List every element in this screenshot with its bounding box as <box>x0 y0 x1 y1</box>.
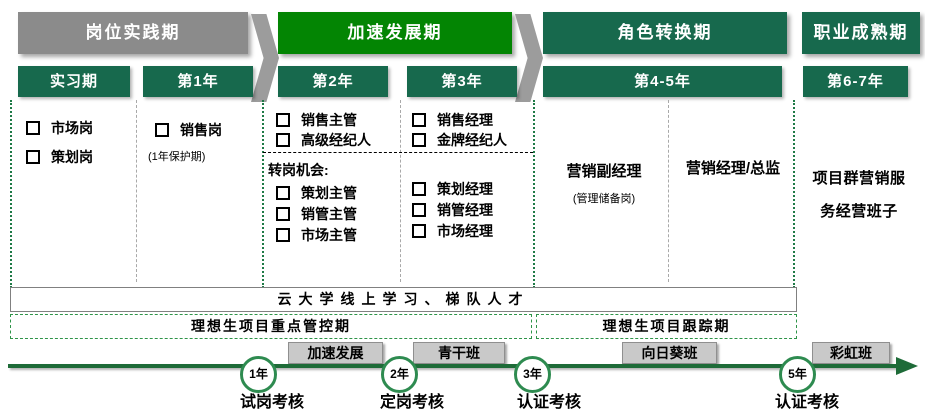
list-item: 策划岗 <box>26 147 93 167</box>
milestone-circle-2yr: 2年 <box>381 356 418 393</box>
transfer-heading: 转岗机会: <box>268 162 329 178</box>
list-item-label: 策划主管 <box>301 185 357 201</box>
list-item-label: 销售经理 <box>437 112 493 128</box>
list-item: 市场主管 <box>276 225 357 245</box>
checkbox-icon <box>276 228 290 242</box>
list-item-label: 销管经理 <box>437 202 493 218</box>
section-border <box>262 100 264 288</box>
list-item-label: 销管主管 <box>301 206 357 222</box>
checkbox-icon <box>276 133 290 147</box>
checkbox-icon <box>276 207 290 221</box>
transfer-divider <box>263 152 533 153</box>
section-border <box>533 100 535 288</box>
list-item-label: 市场主管 <box>301 227 357 243</box>
checkbox-icon <box>412 203 426 217</box>
period-box-year3: 第3年 <box>407 66 517 97</box>
role-project-group-team: 项目群营销服务经营班子 <box>812 170 906 220</box>
checkbox-icon <box>155 123 169 137</box>
milestone-label-trial: 试岗考核 <box>239 394 304 411</box>
list-item: 市场岗 <box>26 118 93 138</box>
list-item: 市场经理 <box>412 221 493 241</box>
timeline-arrow-icon <box>896 357 918 375</box>
protection-note: (1年保护期) <box>148 151 206 163</box>
list-item-label: 销售主管 <box>301 112 357 128</box>
checkbox-icon <box>26 121 40 135</box>
program-box-sunflower: 向日葵班 <box>622 342 717 364</box>
program-box-accelerate: 加速发展 <box>288 342 383 364</box>
timeline <box>8 364 902 368</box>
list-item-label: 金牌经纪人 <box>437 132 507 148</box>
list-item: 高级经纪人 <box>276 130 371 150</box>
reserve-note: (管理储备岗) <box>572 193 636 205</box>
list-item: 销售岗 <box>155 120 222 140</box>
checkbox-icon <box>26 150 40 164</box>
stage-header-practice: 岗位实践期 <box>18 12 248 54</box>
role-deputy-manager: 营销副经理 <box>566 163 642 180</box>
role-manager-director: 营销经理/总监 <box>685 160 781 177</box>
band-online-learning: 云大学线上学习、梯队人才 <box>10 287 797 312</box>
stage-header-transition: 角色转换期 <box>543 12 787 54</box>
column-divider <box>668 100 669 282</box>
list-item-label: 策划岗 <box>51 149 93 165</box>
milestone-circle-5yr: 5年 <box>779 356 816 393</box>
right-arrow-icon <box>515 14 543 102</box>
period-box-year6-7: 第6-7年 <box>803 66 908 97</box>
period-box-year1: 第1年 <box>143 66 253 97</box>
section-border <box>10 100 12 288</box>
period-box-year4-5: 第4-5年 <box>543 66 782 97</box>
program-box-rainbow: 彩虹班 <box>812 342 890 364</box>
list-item-label: 市场岗 <box>51 120 93 136</box>
list-item: 销售主管 <box>276 110 357 130</box>
checkbox-icon <box>276 186 290 200</box>
checkbox-icon <box>276 113 290 127</box>
milestone-circle-3yr: 3年 <box>514 356 551 393</box>
list-item: 策划经理 <box>412 179 493 199</box>
stage-header-mature: 职业成熟期 <box>802 12 920 54</box>
list-item-label: 销售岗 <box>180 122 222 138</box>
column-divider <box>136 100 137 282</box>
checkbox-icon <box>412 133 426 147</box>
list-item: 销管经理 <box>412 200 493 220</box>
band-key-control: 理想生项目重点管控期 <box>10 314 532 339</box>
section-border <box>793 100 795 288</box>
stage-header-accelerate: 加速发展期 <box>278 12 512 54</box>
list-item-label: 策划经理 <box>437 181 493 197</box>
list-item: 策划主管 <box>276 183 357 203</box>
period-box-intern: 实习期 <box>18 66 130 97</box>
list-item: 销售经理 <box>412 110 493 130</box>
milestone-label-cert2: 认证考核 <box>774 394 839 411</box>
list-item: 金牌经纪人 <box>412 130 507 150</box>
list-item-label: 高级经纪人 <box>301 132 371 148</box>
milestone-label-placement: 定岗考核 <box>379 394 444 411</box>
right-arrow-icon <box>251 14 279 102</box>
program-box-qinggan: 青干班 <box>413 342 505 364</box>
column-divider <box>400 100 401 282</box>
band-tracking: 理想生项目跟踪期 <box>536 314 797 339</box>
milestone-circle-1yr: 1年 <box>240 356 277 393</box>
list-item: 销管主管 <box>276 204 357 224</box>
checkbox-icon <box>412 113 426 127</box>
list-item-label: 市场经理 <box>437 223 493 239</box>
checkbox-icon <box>412 182 426 196</box>
milestone-label-cert1: 认证考核 <box>516 394 581 411</box>
checkbox-icon <box>412 224 426 238</box>
period-box-year2: 第2年 <box>278 66 388 97</box>
